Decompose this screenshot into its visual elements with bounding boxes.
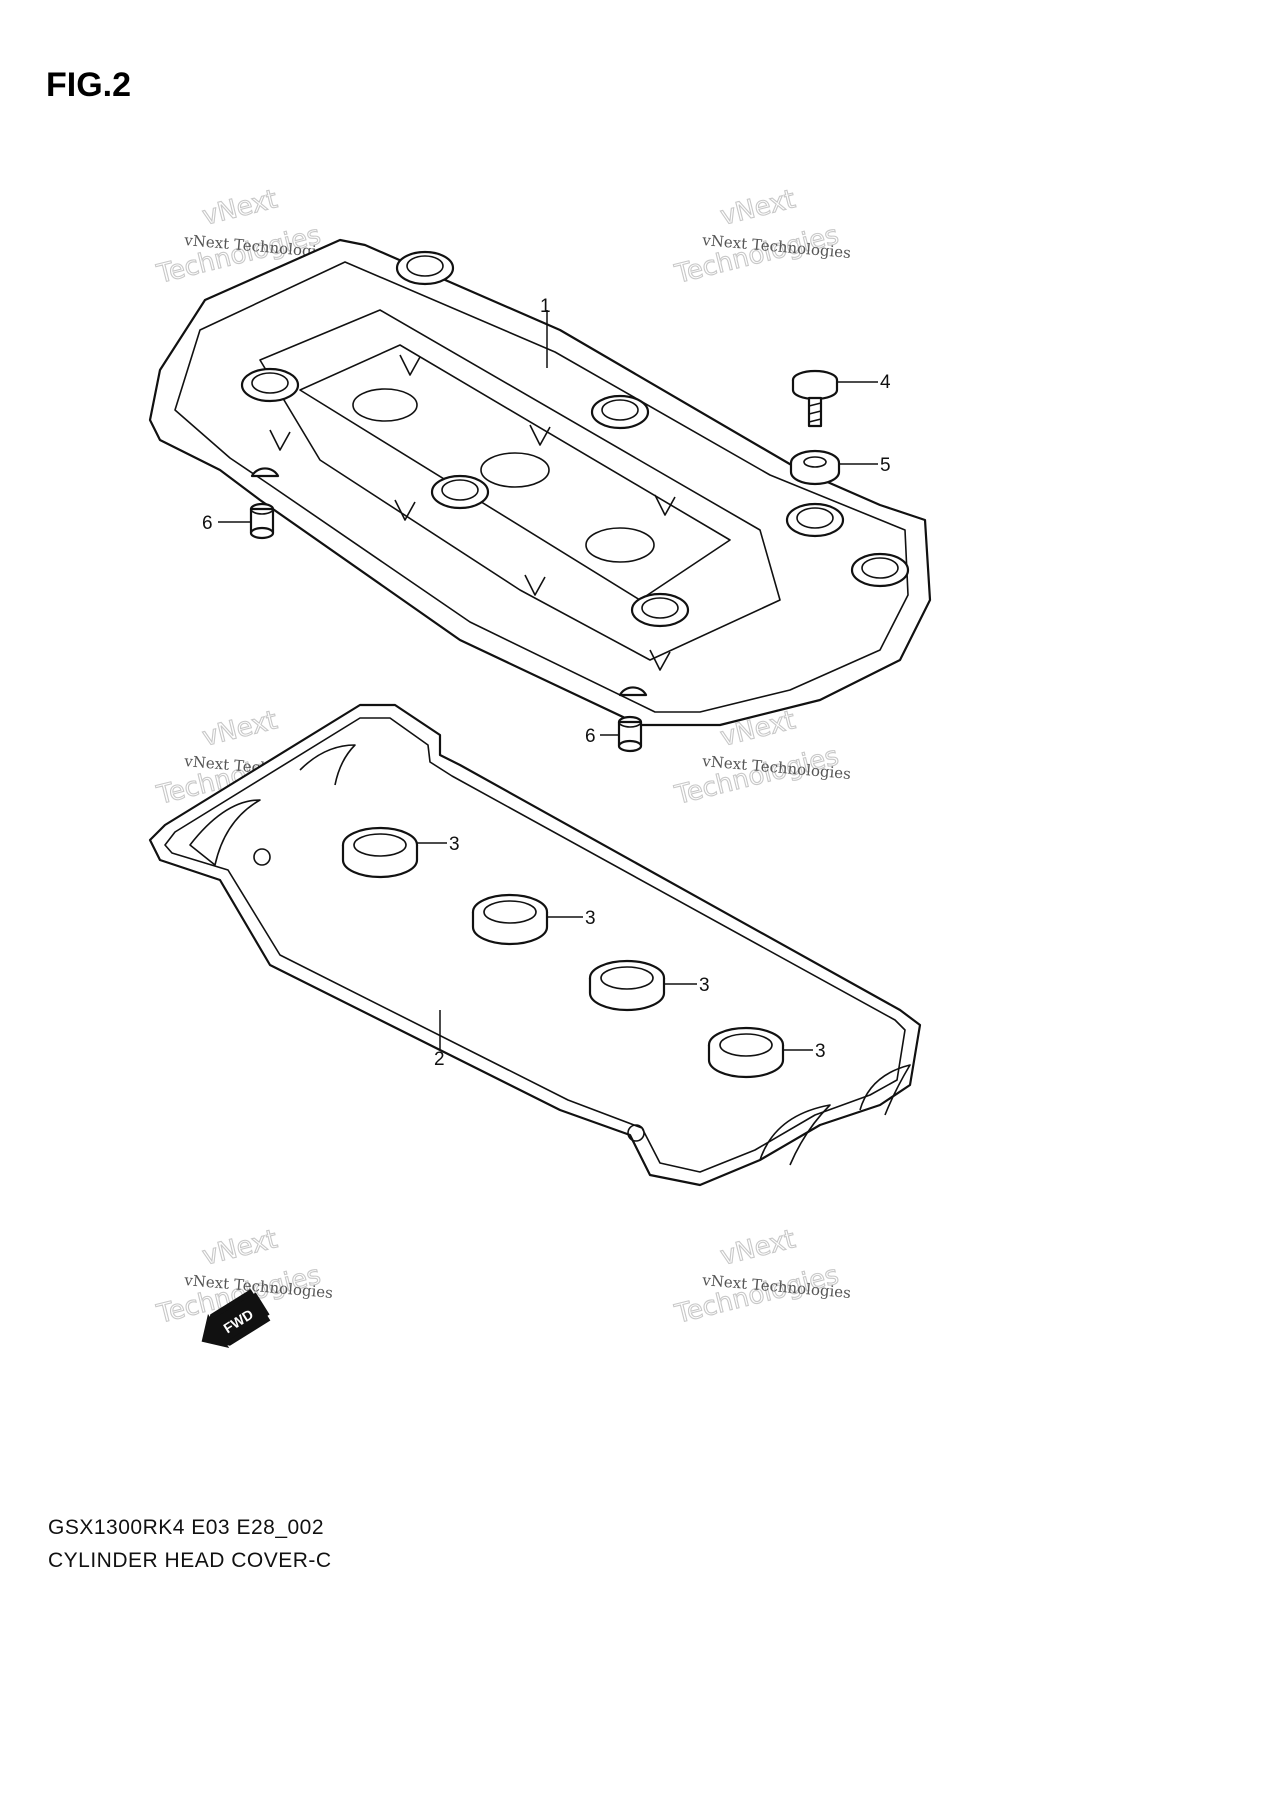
diagram-name: CYLINDER HEAD COVER-C bbox=[48, 1549, 332, 1572]
dowel-left bbox=[249, 502, 275, 540]
plug-gasket-2 bbox=[471, 893, 549, 946]
svg-text:vNext: vNext bbox=[717, 1224, 798, 1271]
plug-gasket-1 bbox=[341, 826, 419, 879]
watermark-top-right: vNext Technologies vNext Technologies bbox=[671, 184, 852, 291]
callout-3b: 3 bbox=[585, 908, 596, 929]
model-code: GSX1300RK4 E03 E28_002 bbox=[48, 1516, 325, 1539]
callout-3c: 3 bbox=[699, 975, 710, 996]
callout-3d: 3 bbox=[815, 1041, 826, 1062]
callout-1: 1 bbox=[540, 296, 551, 317]
svg-text:vNext: vNext bbox=[199, 184, 280, 231]
washer bbox=[789, 449, 841, 486]
callout-6a: 6 bbox=[202, 513, 213, 534]
callout-2: 2 bbox=[434, 1049, 445, 1070]
plug-gasket-3 bbox=[588, 959, 666, 1012]
bolt bbox=[791, 369, 839, 428]
callout-5: 5 bbox=[880, 455, 891, 476]
plug-gasket-4 bbox=[707, 1026, 785, 1079]
svg-text:vNext: vNext bbox=[717, 184, 798, 231]
callout-3a: 3 bbox=[449, 834, 460, 855]
svg-text:vNext: vNext bbox=[199, 1224, 280, 1271]
figure-title: FIG.2 bbox=[46, 66, 132, 104]
svg-text:vNext: vNext bbox=[199, 705, 280, 752]
dowel-right bbox=[617, 715, 643, 753]
callout-4: 4 bbox=[880, 372, 891, 393]
callout-6b: 6 bbox=[585, 726, 596, 747]
forward-arrow-icon: FWD bbox=[201, 1289, 271, 1348]
cylinder-head-cover bbox=[148, 238, 932, 727]
watermark-bottom-right: vNext Technologies vNext Technologies bbox=[671, 1224, 852, 1331]
